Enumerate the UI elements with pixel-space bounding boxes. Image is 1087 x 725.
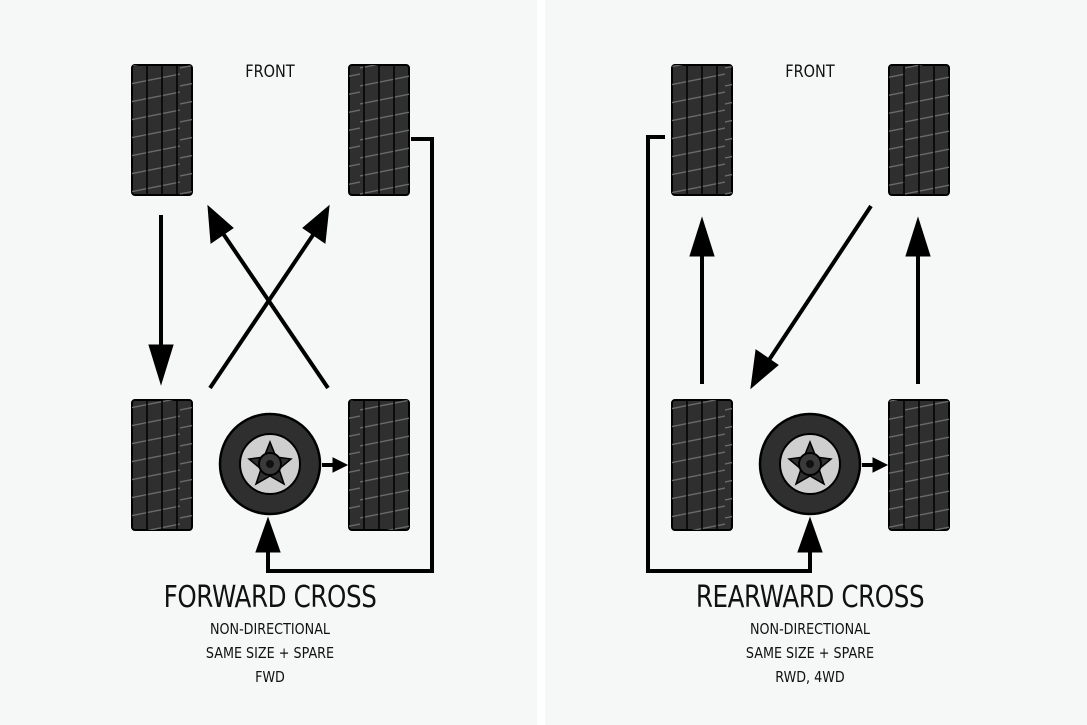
spare-wheel [758,412,862,516]
front-left-tire [671,64,733,196]
diagram-subtitle-line: NON-DIRECTIONAL [209,620,331,638]
rotation-arrows [646,135,931,573]
diagram-subtitle-line: RWD, 4WD [775,668,845,686]
forward-cross-diagram [131,64,434,573]
rear-left-tire [671,399,733,531]
rearward-cross-diagram [646,64,950,573]
arrowhead-down [148,344,174,386]
arrow-front-right-to-rear-left [765,204,873,365]
diagram-title: FORWARD CROSS [163,580,377,615]
front-label: FRONT [785,62,835,82]
rotation-arrows [148,137,434,573]
front-left-tire [131,64,193,196]
diagram-subtitle-line: SAME SIZE + SPARE [745,644,875,662]
rear-left-tire [131,399,193,531]
front-label: FRONT [245,62,295,82]
rear-right-tire [888,399,950,531]
front-right-tire [348,64,410,196]
spare-wheel [218,412,322,516]
arrow-front-left-to-spare [646,135,812,573]
diagram-subtitle-line: NON-DIRECTIONAL [749,620,871,638]
diagram-title: REARWARD CROSS [695,580,925,615]
rearward-cross-panel: FRONT REARWARD CROSS NON-DIRECTIONAL SAM… [545,0,1087,725]
front-right-tire [888,64,950,196]
forward-cross-panel: FRONT FORWARD CROSS NON-DIRECTIONAL SAME… [0,0,537,725]
diagram-subtitle-line: FWD [255,668,285,686]
rear-right-tire [348,399,410,531]
diagram-subtitle-line: SAME SIZE + SPARE [205,644,335,662]
arrow-rear-left-to-front-right [208,230,317,390]
arrow-front-right-to-spare [266,137,434,573]
arrow-rear-right-to-front-left [220,230,330,390]
